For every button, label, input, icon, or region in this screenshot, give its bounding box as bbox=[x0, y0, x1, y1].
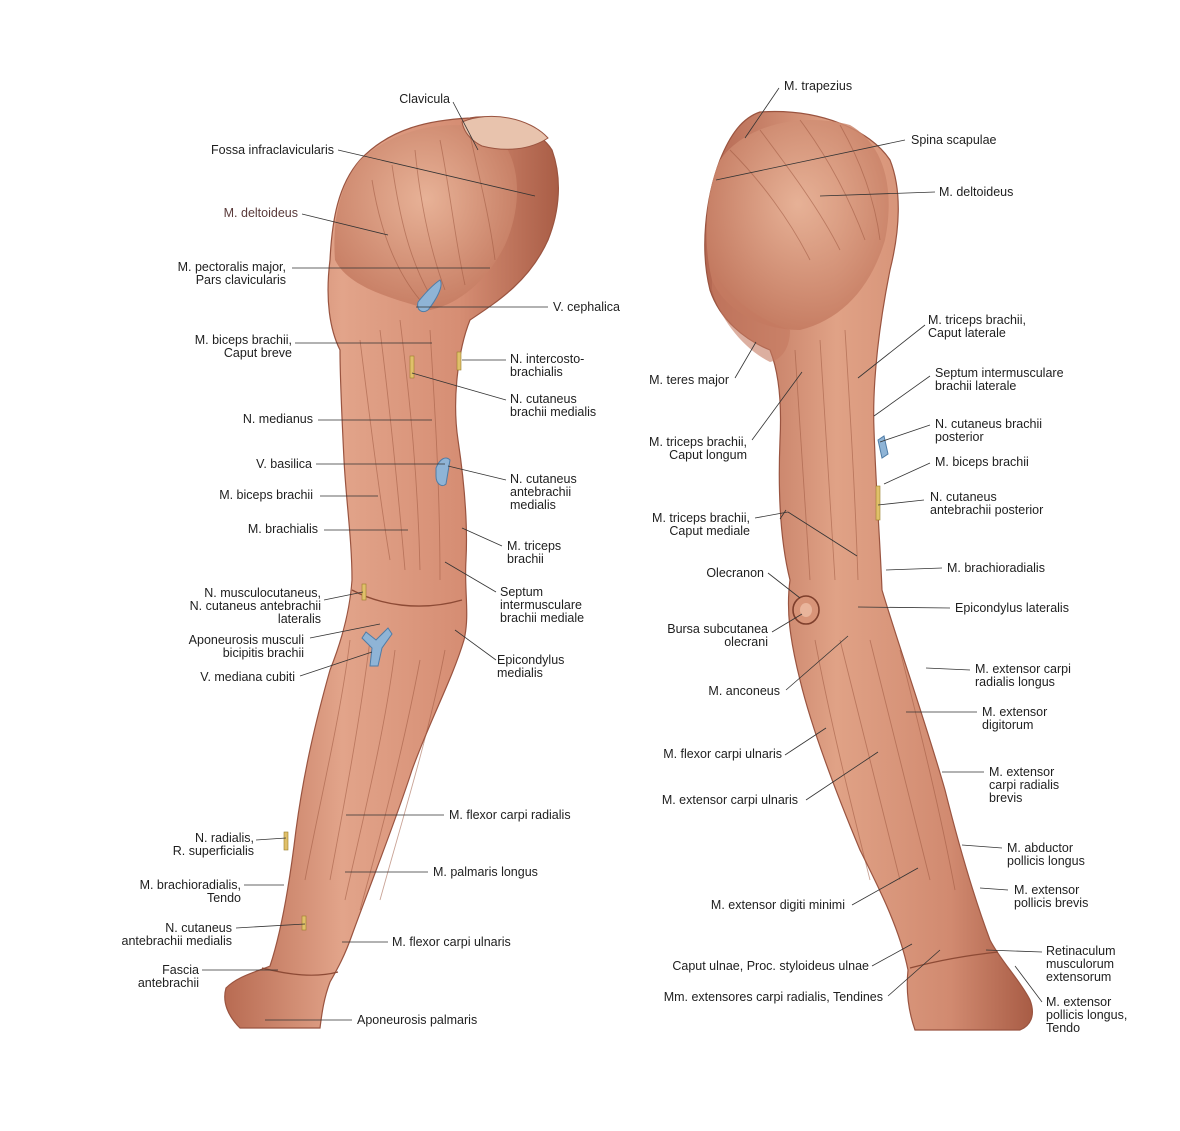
label-v-cephalica: V. cephalica bbox=[553, 300, 620, 314]
n-radialis-nerve bbox=[283, 831, 289, 851]
label-post-brachioradialis: M. brachioradialis bbox=[947, 561, 1045, 575]
label-bursa-subcutanea: Bursa subcutanea olecrani bbox=[667, 622, 768, 649]
label-retinaculum: Retinaculum musculorum extensorum bbox=[1046, 944, 1116, 984]
label-abductor-pollicis-longus: M. abductor pollicis longus bbox=[1007, 841, 1085, 868]
label-anconeus: M. anconeus bbox=[708, 684, 780, 698]
label-n-musculocutaneus: N. musculocutaneus, N. cutaneus antebrac… bbox=[189, 586, 321, 626]
v-basilica-vessel bbox=[435, 457, 451, 487]
v-cephalica-vessel bbox=[417, 279, 442, 313]
label-n-cutaneus-antebrachii-medialis-2: N. cutaneus antebrachii medialis bbox=[121, 921, 232, 948]
anterior-elbow-crease bbox=[351, 589, 463, 607]
label-extensor-carpi-ulnaris: M. extensor carpi ulnaris bbox=[661, 793, 798, 807]
label-extensor-carpi-radialis-brevis: M. extensor carpi radialis brevis bbox=[989, 765, 1060, 805]
label-n-cutaneus-antebrachii-medialis: N. cutaneus antebrachii medialis bbox=[510, 472, 577, 512]
label-olecranon: Olecranon bbox=[706, 566, 764, 580]
label-ant-deltoideus: M. deltoideus bbox=[223, 206, 298, 220]
label-triceps-caput-laterale: M. triceps brachii, Caput laterale bbox=[928, 313, 1026, 340]
label-v-basilica: V. basilica bbox=[256, 457, 312, 471]
label-palmaris-longus: M. palmaris longus bbox=[433, 865, 538, 879]
v-mediana-cubiti-vessel bbox=[361, 627, 393, 667]
posterior-leaders bbox=[715, 87, 1043, 1003]
label-fossa-infraclavicularis: Fossa infraclavicularis bbox=[211, 143, 334, 157]
label-pectoralis-major: M. pectoralis major, Pars clavicularis bbox=[177, 260, 286, 287]
label-post-deltoideus: M. deltoideus bbox=[939, 185, 1014, 199]
label-flexor-carpi-radialis: M. flexor carpi radialis bbox=[449, 808, 571, 822]
n-cutaneus-antebrachii-nerve bbox=[301, 915, 307, 931]
anterior-deltoid-shape bbox=[334, 125, 517, 310]
bursa-inner bbox=[800, 603, 812, 617]
label-ant-triceps-brachii: M. triceps brachii bbox=[507, 539, 562, 566]
label-epicondylus-medialis: Epicondylus medialis bbox=[497, 653, 565, 680]
n-cutaneus-brachii-medialis-nerve bbox=[409, 355, 415, 379]
label-n-cutaneus-antebrachii-posterior: N. cutaneus antebrachii posterior bbox=[930, 490, 1044, 517]
anterior-clavicle-shape bbox=[461, 115, 549, 150]
label-n-intercostobrachialis: N. intercosto- brachialis bbox=[510, 352, 585, 379]
label-brachioradialis-tendo: M. brachioradialis, Tendo bbox=[139, 878, 241, 905]
label-aponeurosis-palmaris: Aponeurosis palmaris bbox=[357, 1013, 478, 1027]
label-aponeurosis-bicipitis: Aponeurosis musculi bicipitis brachii bbox=[188, 633, 304, 660]
label-extensor-pollicis-longus-tendo: M. extensor pollicis longus, Tendo bbox=[1046, 995, 1128, 1035]
anterior-fibers bbox=[304, 134, 496, 911]
retinaculum-band bbox=[909, 951, 999, 969]
label-ant-flexor-carpi-ulnaris: M. flexor carpi ulnaris bbox=[392, 935, 511, 949]
label-n-radialis-superficialis: N. radialis, R. superficialis bbox=[172, 831, 254, 858]
n-intercostobrachialis-nerve bbox=[456, 351, 462, 371]
label-biceps-caput-breve: M. biceps brachii, Caput breve bbox=[194, 333, 292, 360]
label-septum-laterale: Septum intermusculare brachii laterale bbox=[935, 366, 1064, 393]
label-extensor-digiti-minimi: M. extensor digiti minimi bbox=[710, 898, 845, 912]
label-triceps-caput-longum: M. triceps brachii, Caput longum bbox=[649, 435, 747, 462]
label-post-flexor-carpi-ulnaris: M. flexor carpi ulnaris bbox=[663, 747, 782, 761]
label-septum-mediale: Septum intermusculare brachii mediale bbox=[500, 585, 585, 625]
label-post-biceps-brachii: M. biceps brachii bbox=[935, 455, 1029, 469]
n-cutaneus-brachii-posterior-nerve bbox=[877, 435, 889, 459]
label-brachialis: M. brachialis bbox=[247, 522, 318, 536]
n-cutaneus-antebrachii-posterior-nerve bbox=[875, 485, 881, 521]
label-v-mediana-cubiti: V. mediana cubiti bbox=[200, 670, 295, 684]
label-spina-scapulae: Spina scapulae bbox=[911, 133, 997, 147]
label-extensor-carpi-radialis-longus: M. extensor carpi radialis longus bbox=[975, 662, 1071, 689]
label-triceps-caput-mediale: M. triceps brachii, Caput mediale bbox=[652, 511, 750, 538]
anterior-leaders bbox=[202, 101, 548, 1021]
label-extensor-digitorum: M. extensor digitorum bbox=[982, 705, 1048, 732]
anterior-arm bbox=[224, 115, 559, 1029]
label-fascia-antebrachii: Fascia antebrachii bbox=[137, 963, 199, 990]
posterior-teres-shape bbox=[712, 270, 790, 362]
label-teres-major: M. teres major bbox=[649, 373, 729, 387]
label-clavicula: Clavicula bbox=[399, 92, 450, 106]
label-caput-ulnae: Caput ulnae, Proc. styloideus ulnae bbox=[672, 959, 869, 973]
label-trapezius: M. trapezius bbox=[784, 79, 853, 93]
label-epicondylus-lateralis: Epicondylus lateralis bbox=[955, 601, 1069, 615]
label-ant-biceps-brachii: M. biceps brachii bbox=[219, 488, 313, 502]
label-n-cutaneus-brachii-posterior: N. cutaneus brachii posterior bbox=[935, 417, 1043, 444]
label-n-cutaneus-brachii-medialis: N. cutaneus brachii medialis bbox=[510, 392, 597, 419]
label-extensor-pollicis-brevis: M. extensor pollicis brevis bbox=[1014, 883, 1089, 910]
posterior-fibers bbox=[729, 119, 956, 891]
label-mm-extensores-tendines: Mm. extensores carpi radialis, Tendines bbox=[663, 990, 883, 1004]
label-n-medianus: N. medianus bbox=[242, 412, 313, 426]
